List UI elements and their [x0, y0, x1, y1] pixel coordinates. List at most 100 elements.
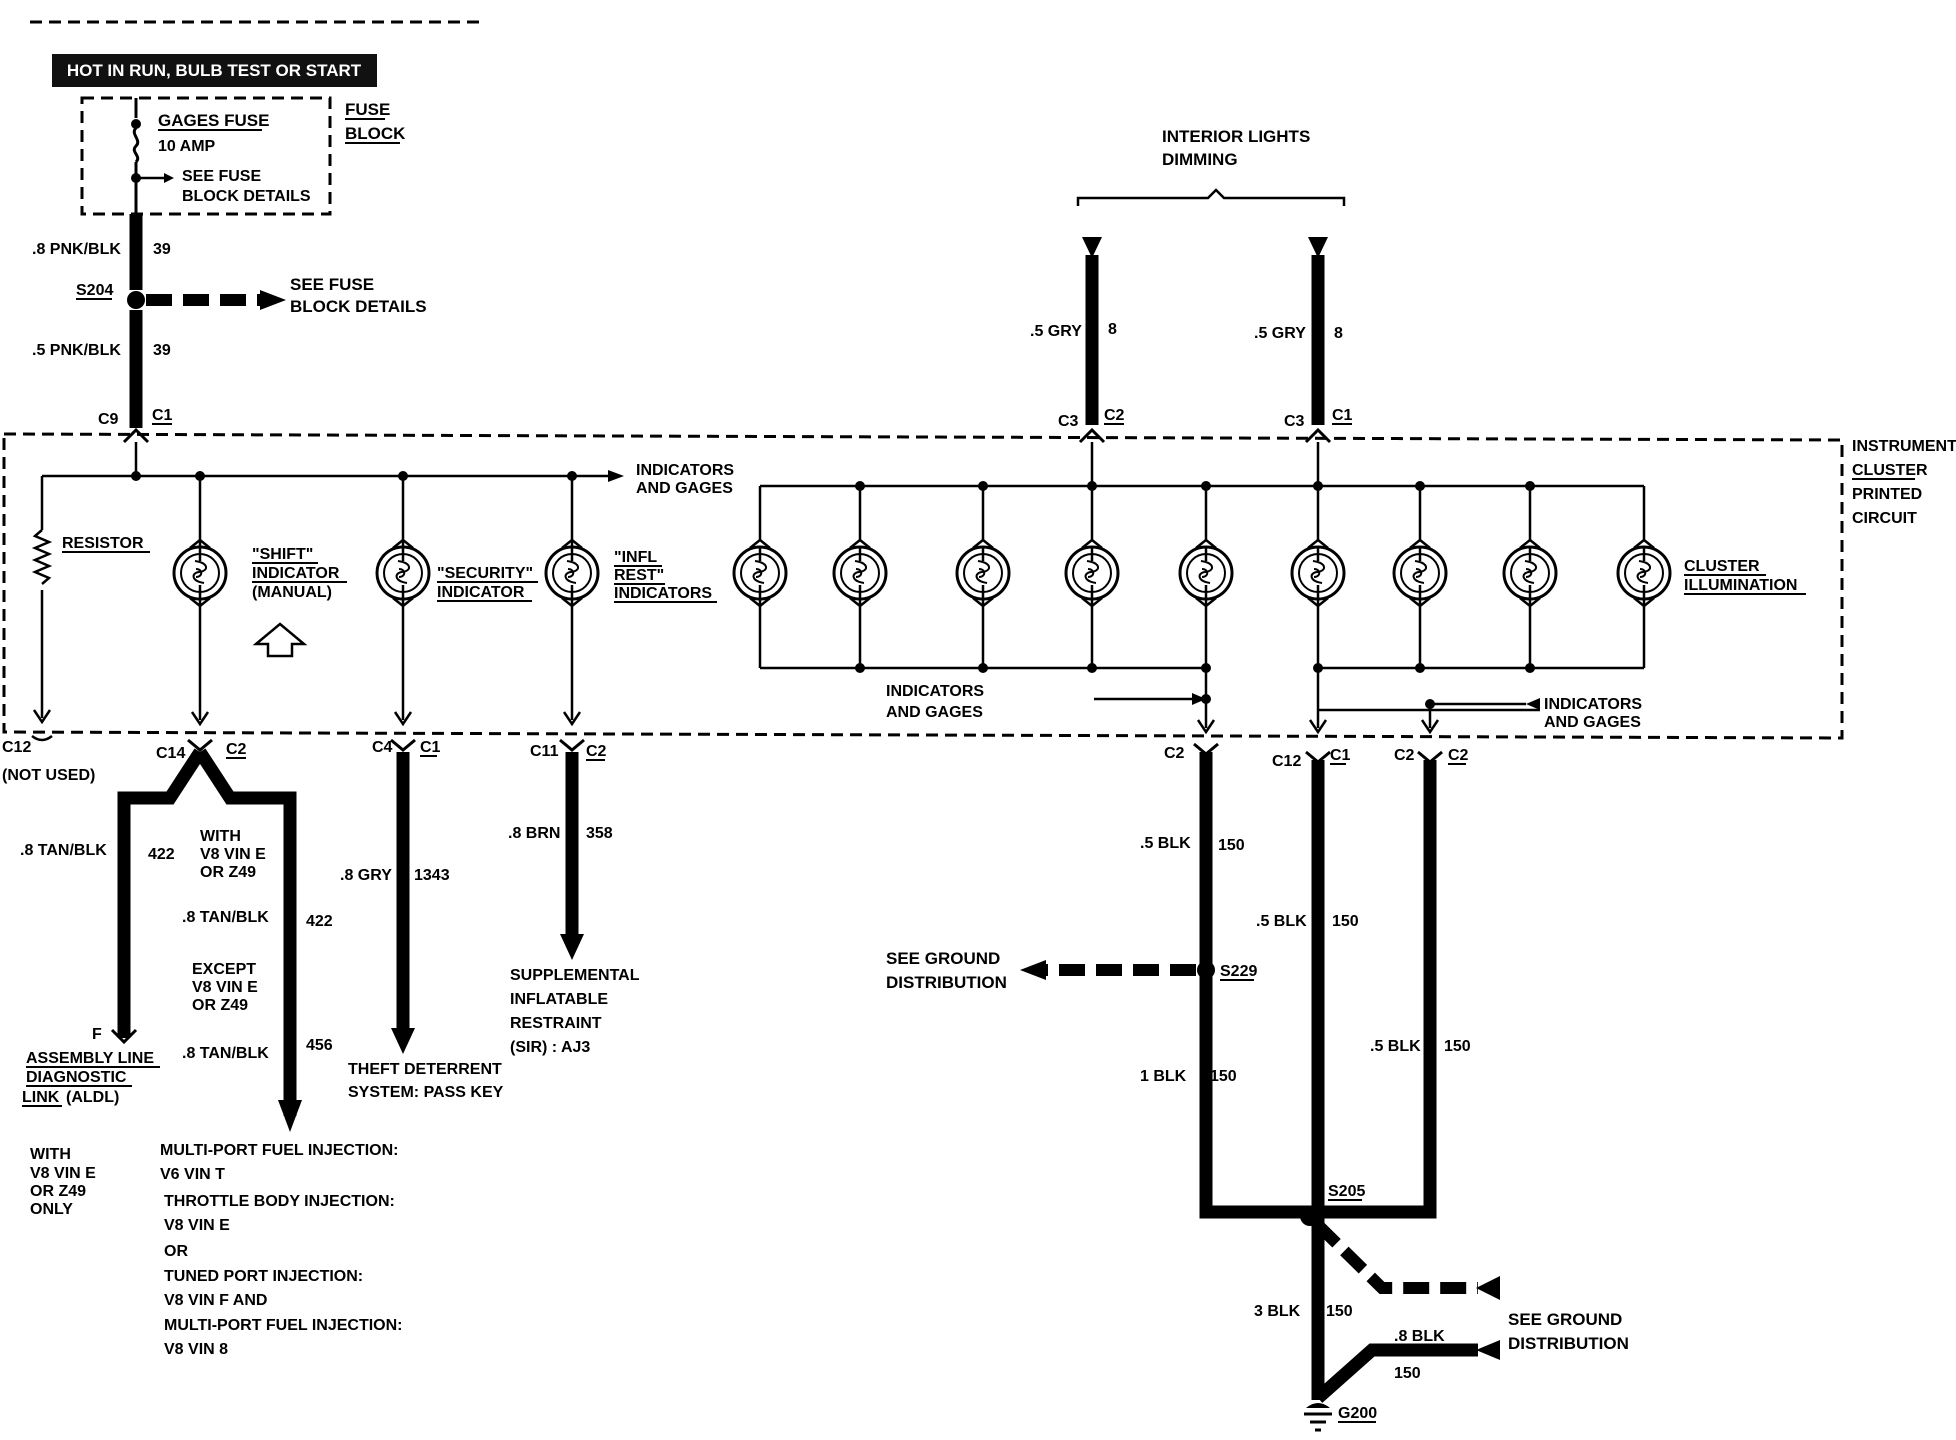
cluster-illum-label-2: ILLUMINATION [1684, 577, 1797, 594]
gnd-right-conn-a: C2 [1394, 747, 1415, 764]
cluster-name-2: CLUSTER [1852, 462, 1928, 479]
gnd-mid-conn-b: C1 [1330, 747, 1351, 764]
aldl-wire [117, 748, 206, 1038]
resistor-icon [31, 529, 53, 585]
dimming-bracket [1076, 188, 1346, 206]
with-1: WITH [200, 828, 241, 845]
illumination-bulb-icon [832, 481, 888, 673]
see-ground-b-2: DISTRIBUTION [1508, 1334, 1629, 1353]
sir-wire-circuit: 358 [586, 825, 613, 842]
sir-dest-2: INFLATABLE [510, 991, 608, 1008]
theft-wire-circuit: 1343 [414, 867, 450, 884]
fi-2: V6 VIN T [160, 1166, 225, 1183]
theft-dest-2: SYSTEM: PASS KEY [348, 1084, 504, 1101]
aldl-label-1: ASSEMBLY LINE [26, 1050, 154, 1067]
see-ground-2: DISTRIBUTION [886, 973, 1007, 992]
fi-9: V8 VIN 8 [164, 1341, 228, 1358]
except-wire-color-1: .8 TAN/BLK [182, 909, 269, 926]
dimming-right-color: .5 GRY [1254, 325, 1306, 342]
with-2: V8 VIN E [200, 846, 266, 863]
cluster-boundary [2, 432, 1844, 740]
splice-s204 [127, 291, 145, 309]
cluster-illumination-bulbs [732, 481, 1672, 673]
fuse-block-label-2: BLOCK [345, 124, 406, 143]
infl-label-3: INDICATORS [614, 585, 712, 602]
c4-conn-b: C1 [420, 739, 441, 756]
gnd-mid-conn-a: C12 [1272, 753, 1301, 770]
feed-bottom-color: .5 PNK/BLK [32, 342, 121, 359]
gnd-wire-08 [1313, 1343, 1478, 1403]
aldl-label-3b: (ALDL) [66, 1089, 119, 1106]
see-ground-b-1: SEE GROUND [1508, 1310, 1622, 1329]
s229-label: S229 [1220, 963, 1257, 980]
gnd-w3-circuit: 150 [1210, 1068, 1237, 1085]
security-label-1: "SECURITY" [437, 565, 533, 582]
sir-dest-4: (SIR) : AJ3 [510, 1039, 590, 1056]
splice-note-2: BLOCK DETAILS [290, 297, 427, 316]
security-bulb-icon [375, 545, 431, 601]
except-wire-color-2: .8 TAN/BLK [182, 1045, 269, 1062]
cluster-illum-label-1: CLUSTER [1684, 558, 1760, 575]
fi-1: MULTI-PORT FUEL INJECTION: [160, 1142, 399, 1159]
s205-branch [1313, 1220, 1478, 1294]
gnd-left-conn: C2 [1164, 745, 1185, 762]
gnd-w4-color: .5 BLK [1370, 1038, 1421, 1055]
security-label-2: INDICATOR [437, 584, 525, 601]
infl-label-2: REST" [614, 567, 664, 584]
aldl-label-3a: LINK [22, 1089, 60, 1106]
cluster-name-1: INSTRUMENT [1852, 438, 1956, 455]
shift-label-2: INDICATOR [252, 565, 340, 582]
only-1: WITH [30, 1146, 71, 1163]
c12-note: (NOT USED) [2, 767, 95, 784]
ground-symbol-icon [1304, 1403, 1332, 1432]
fuse-block-box [80, 96, 332, 216]
see-ground-1: SEE GROUND [886, 949, 1000, 968]
gnd-w1-color: .5 BLK [1140, 835, 1191, 852]
ind-gages-top-2: AND GAGES [636, 480, 733, 497]
dimming-left-color: .5 GRY [1030, 323, 1082, 340]
illumination-bulb-icon [1064, 481, 1120, 673]
fi-5: OR [164, 1243, 188, 1260]
gnd-w6-circuit: 150 [1394, 1365, 1421, 1382]
shift-label-3: (MANUAL) [252, 584, 332, 601]
fi-6: TUNED PORT INJECTION: [164, 1268, 363, 1285]
only-4: ONLY [30, 1201, 73, 1218]
only-2: V8 VIN E [30, 1165, 96, 1182]
ind-gages-mid-2: AND GAGES [886, 704, 983, 721]
feed-conn-left: C9 [98, 411, 119, 428]
except-2: V8 VIN E [192, 979, 258, 996]
fuse-see-2: BLOCK DETAILS [182, 188, 311, 205]
gnd-w6-color: .8 BLK [1394, 1328, 1445, 1345]
power-header: HOT IN RUN, BULB TEST OR START [67, 61, 362, 80]
except-1: EXCEPT [192, 961, 256, 978]
fi-8: MULTI-PORT FUEL INJECTION: [164, 1317, 403, 1334]
splice-note-1: SEE FUSE [290, 275, 374, 294]
shift-bulb-icon [172, 545, 228, 601]
dimming-left-conn-b: C2 [1104, 407, 1125, 424]
fi-4: V8 VIN E [164, 1217, 230, 1234]
only-3: OR Z49 [30, 1183, 86, 1200]
ind-gages-right-2: AND GAGES [1544, 714, 1641, 731]
gnd-w5-color: 3 BLK [1254, 1303, 1301, 1320]
c4-conn-a: C4 [372, 739, 393, 756]
cluster-name-4: CIRCUIT [1852, 510, 1917, 527]
fuse-block-label-1: FUSE [345, 100, 390, 119]
g200-label: G200 [1338, 1405, 1377, 1422]
except-wire-circuit-2: 456 [306, 1037, 333, 1054]
c11-conn-a: C11 [530, 743, 559, 760]
fi-7: V8 VIN F AND [164, 1292, 267, 1309]
aldl-wire-circuit: 422 [148, 846, 175, 863]
fuse-name: GAGES FUSE [158, 111, 269, 130]
except-3: OR Z49 [192, 997, 248, 1014]
gnd-wire-left [1199, 752, 1318, 1219]
ind-gages-mid-1: INDICATORS [886, 683, 984, 700]
illumination-bulb-icon [1392, 481, 1448, 673]
splice-s204-label: S204 [76, 282, 113, 299]
gnd-w2-color: .5 BLK [1256, 913, 1307, 930]
c14-conn-a: C14 [156, 745, 185, 762]
splice-s205 [1300, 1206, 1320, 1226]
aldl-label-2: DIAGNOSTIC [26, 1069, 127, 1086]
except-wire-circuit-1: 422 [306, 913, 333, 930]
feed-top-circuit: 39 [153, 241, 171, 258]
